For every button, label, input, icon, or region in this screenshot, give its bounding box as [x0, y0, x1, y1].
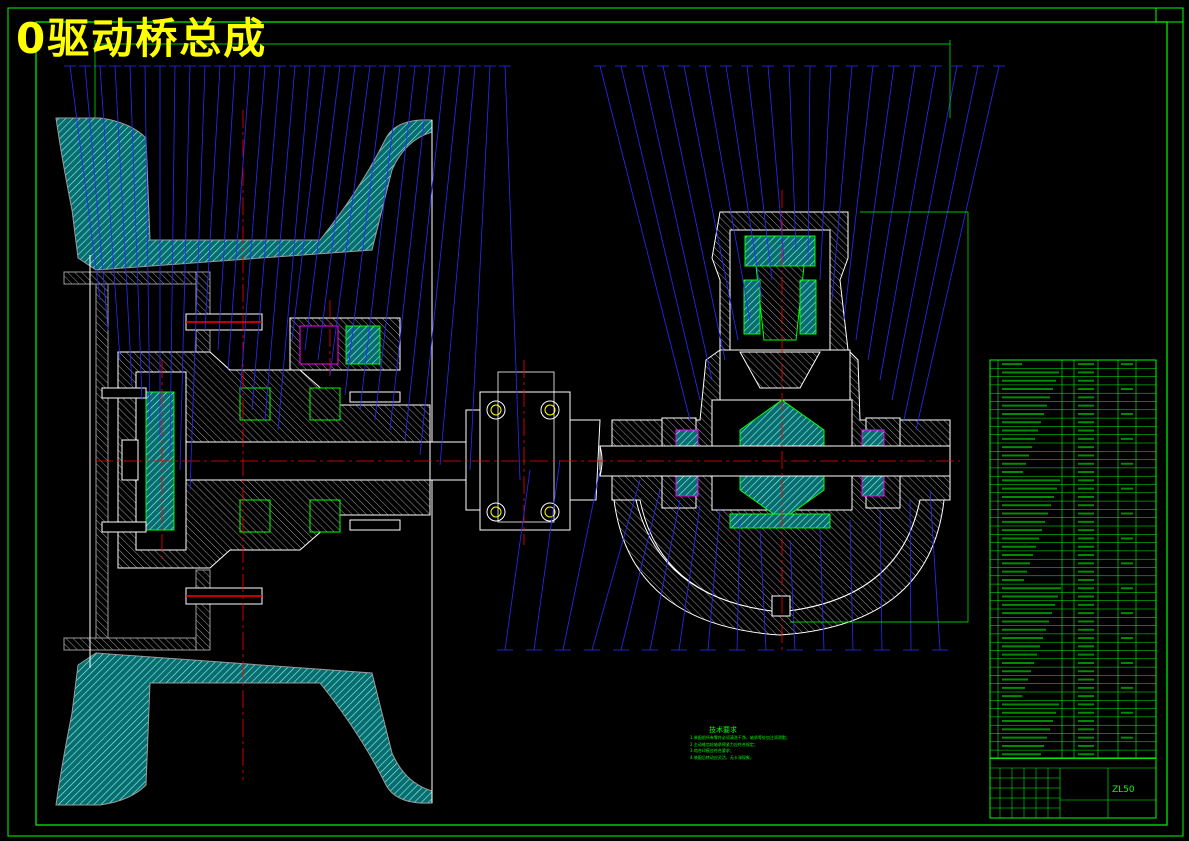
wheel-hub: [101, 313, 481, 605]
leader-line: [239, 65, 266, 396]
leader-line: [419, 65, 461, 456]
note-line: 2.主动锥齿轮轴承预紧力应符合规定；: [690, 741, 758, 747]
leader-line: [129, 65, 143, 401]
leader-line: [789, 539, 796, 651]
parts-list-table: [989, 359, 1157, 759]
leader-lines: [69, 65, 1000, 651]
leader-line: [843, 65, 874, 321]
leader-line: [788, 65, 797, 251]
leader-line: [329, 65, 371, 376]
leader-line: [819, 65, 832, 281]
leader-line: [99, 65, 121, 361]
leader-line: [678, 504, 701, 651]
leader-line: [807, 65, 811, 261]
leader-line: [84, 65, 109, 331]
leader-line: [344, 65, 386, 396]
drawing-title: 0驱动桥总成: [16, 14, 268, 63]
leader-line: [620, 65, 701, 401]
leader-line: [641, 65, 713, 381]
leader-line: [867, 65, 916, 361]
leader-line: [204, 65, 221, 331]
leader-line: [704, 65, 751, 321]
leader-line: [504, 65, 521, 481]
leader-line: [404, 65, 446, 441]
leader-line: [189, 65, 206, 491]
leader-line: [389, 65, 431, 431]
leader-line: [891, 65, 958, 401]
leader-line: [767, 65, 785, 261]
leader-line: [227, 65, 251, 371]
leader-line: [707, 509, 721, 651]
leader-line: [359, 65, 401, 411]
leader-line: [759, 529, 767, 651]
leader-line: [915, 65, 1000, 431]
leader-line: [277, 65, 311, 431]
leader-line: [504, 469, 531, 651]
leader-line: [620, 489, 661, 651]
leader-line: [374, 65, 416, 421]
leader-line: [929, 489, 941, 651]
leader-line: [179, 65, 191, 471]
axle-shaft: [429, 371, 601, 531]
leader-line: [114, 65, 133, 386]
leader-line: [879, 65, 937, 381]
leader-line: [683, 65, 739, 341]
note-line: 3.啮合印痕应符合要求；: [690, 748, 734, 753]
leader-line: [317, 65, 356, 361]
leader-line: [251, 65, 281, 411]
leader-line: [144, 65, 151, 421]
leader-line: [855, 65, 895, 341]
leader-line: [736, 519, 741, 651]
leader-line: [903, 65, 979, 421]
leader-line: [304, 65, 341, 351]
drawing-border: [7, 7, 1184, 837]
leader-line: [599, 65, 691, 421]
note-line: 1.装配前所有零件必须清洗干净，轴承等处加注润滑脂；: [690, 735, 790, 740]
leader-line: [746, 65, 773, 281]
leader-line: [831, 65, 853, 301]
leader-line: [562, 469, 601, 651]
leader-line: [591, 479, 641, 651]
leader-line: [533, 459, 561, 651]
leader-line: [264, 65, 296, 421]
leader-line: [439, 65, 476, 466]
callout-row: [64, 65, 1005, 651]
title-block: [989, 757, 1157, 819]
leader-line: [469, 65, 491, 471]
leader-line: [69, 65, 101, 301]
leader-line: [909, 499, 912, 651]
note-line: 4.装配后转动应灵活，无卡滞现象。: [690, 754, 754, 760]
leader-line: [662, 65, 726, 361]
leader-line: [849, 519, 854, 651]
technical-requirements-title: 技术要求: [709, 726, 737, 734]
leader-line: [879, 509, 883, 651]
leader-line: [169, 65, 176, 456]
leader-line: [217, 65, 236, 351]
leader-line: [819, 529, 825, 651]
differential-housing: [599, 211, 951, 636]
title-block-model: ZL50: [1112, 785, 1135, 795]
technical-requirements: 1.装配前所有零件必须清洗干净，轴承等处加注润滑脂； 2.主动锥齿轮轴承预紧力应…: [690, 735, 790, 761]
leader-line: [725, 65, 763, 301]
leader-line: [291, 65, 326, 341]
overall-dimension: [94, 40, 969, 623]
leader-line: [649, 499, 681, 651]
